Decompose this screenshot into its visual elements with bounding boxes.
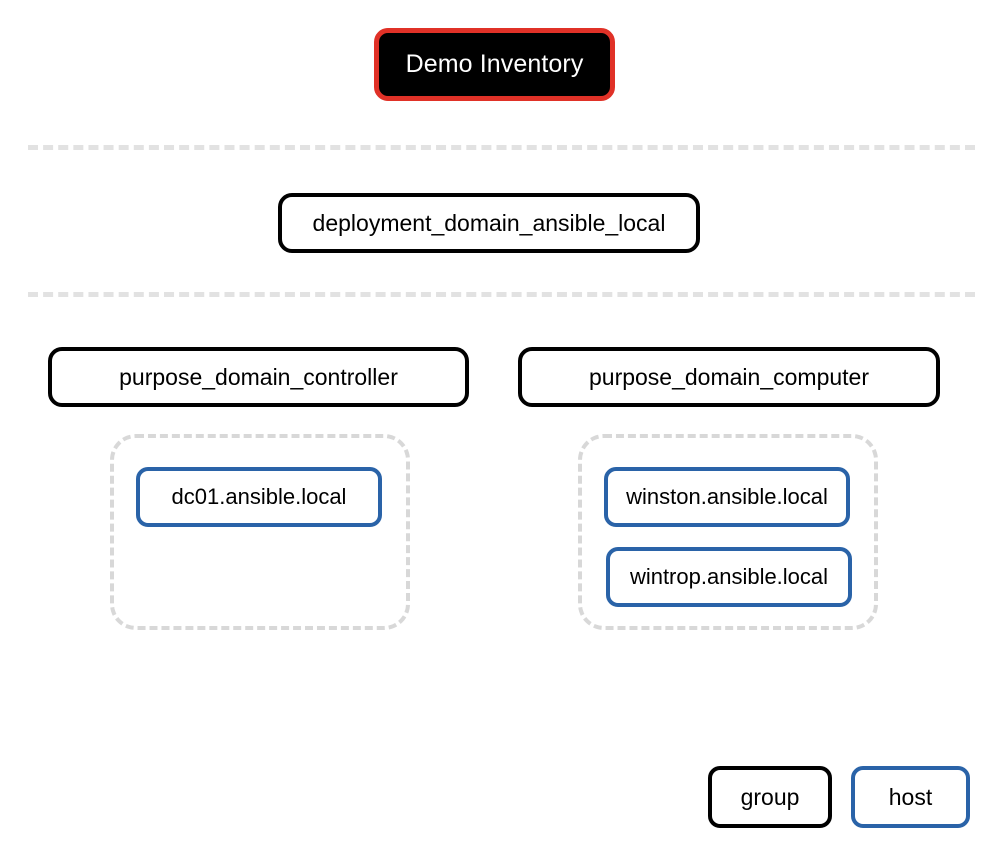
legend-item-host: host — [851, 766, 970, 828]
tier-separator-1 — [28, 145, 975, 150]
group-node-label: purpose_domain_controller — [119, 363, 398, 390]
host-container-purpose-domain-computer — [578, 434, 878, 630]
group-node-deployment-domain-ansible-local[interactable]: deployment_domain_ansible_local — [278, 193, 700, 253]
inventory-root-label: Demo Inventory — [405, 50, 584, 78]
host-node-label: dc01.ansible.local — [171, 484, 347, 509]
host-node-wintrop[interactable]: wintrop.ansible.local — [606, 547, 852, 607]
group-node-label: deployment_domain_ansible_local — [312, 209, 666, 236]
legend-item-host-label: host — [888, 783, 933, 810]
tier-separator-2 — [28, 292, 975, 297]
legend-item-group-label: group — [740, 783, 800, 810]
host-node-label: wintrop.ansible.local — [629, 564, 829, 589]
inventory-root-node[interactable]: Demo Inventory — [374, 28, 615, 101]
host-node-label: winston.ansible.local — [626, 484, 828, 509]
group-node-label: purpose_domain_computer — [588, 363, 869, 390]
host-node-dc01[interactable]: dc01.ansible.local — [136, 467, 382, 527]
host-container-purpose-domain-controller — [110, 434, 410, 630]
legend-item-group: group — [708, 766, 832, 828]
group-node-purpose-domain-controller[interactable]: purpose_domain_controller — [48, 347, 469, 407]
group-node-purpose-domain-computer[interactable]: purpose_domain_computer — [518, 347, 940, 407]
host-node-winston[interactable]: winston.ansible.local — [604, 467, 850, 527]
